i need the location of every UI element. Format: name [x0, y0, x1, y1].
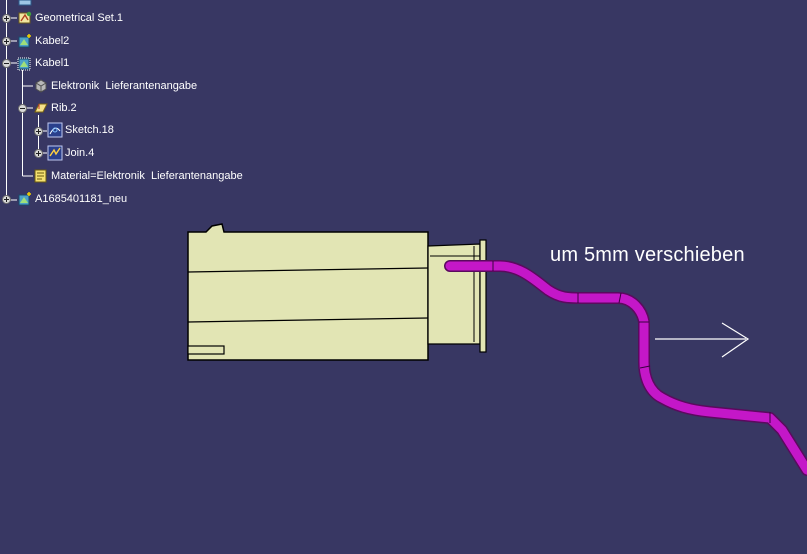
specification-tree: Geometrical Set.1 Kabel2 Kabel1 — [0, 0, 300, 215]
part-body-icon — [17, 57, 31, 71]
rib-feature-icon — [34, 103, 48, 113]
part-body-icon — [18, 34, 31, 48]
expander-geometrical-set[interactable] — [2, 14, 11, 23]
expander-kabel2[interactable] — [2, 37, 11, 46]
expander-a1685401181[interactable] — [2, 195, 11, 204]
expander-kabel1[interactable] — [2, 59, 11, 68]
expander-join[interactable] — [34, 149, 43, 158]
tree-item-label: Join.4 — [65, 147, 95, 159]
expander-sketch[interactable] — [34, 127, 43, 136]
tree-item-geometrical-set[interactable]: Geometrical Set.1 — [17, 9, 123, 27]
tree-item-a1685401181[interactable]: A1685401181_neu — [17, 190, 127, 208]
tree-item-label: Sketch.18 — [65, 124, 114, 136]
expander-rib[interactable] — [18, 104, 27, 113]
tree-item-label: A1685401181_neu — [35, 193, 128, 205]
geometrical-set-icon — [18, 11, 32, 24]
cable-kabel1[interactable] — [444, 260, 807, 476]
tree-item-label: Geometrical Set.1 — [35, 12, 124, 24]
connector-housing[interactable] — [187, 223, 487, 361]
partial-tree-icon — [18, 0, 32, 6]
arrow-right-icon — [655, 322, 750, 358]
material-cube-icon — [35, 79, 47, 93]
annotation-text: um 5mm verschieben — [550, 244, 745, 266]
tree-item-rib[interactable]: Rib.2 — [33, 99, 77, 117]
material-parameter-icon — [34, 169, 47, 183]
tree-item-kabel2[interactable]: Kabel2 — [17, 32, 69, 50]
tree-item-label: Rib.2 — [51, 102, 77, 114]
tree-item-material[interactable]: Elektronik Lieferantenangabe — [33, 77, 197, 95]
tree-item-label: Kabel1 — [35, 57, 70, 69]
tree-item-material-parameter[interactable]: Material=Elektronik Lieferantenangabe — [33, 167, 243, 185]
sketch-icon — [47, 122, 63, 138]
join-icon — [47, 145, 63, 161]
tree-item-label: Kabel2 — [35, 35, 70, 47]
tree-item-label: Material=Elektronik Lieferantenangabe — [51, 170, 243, 182]
tree-item-sketch[interactable]: Sketch.18 — [47, 121, 114, 139]
tree-item-kabel1[interactable]: Kabel1 — [17, 54, 69, 72]
tree-item-join[interactable]: Join.4 — [47, 144, 94, 162]
part-body-icon — [18, 192, 31, 206]
tree-item-label: Elektronik Lieferantenangabe — [51, 80, 198, 92]
